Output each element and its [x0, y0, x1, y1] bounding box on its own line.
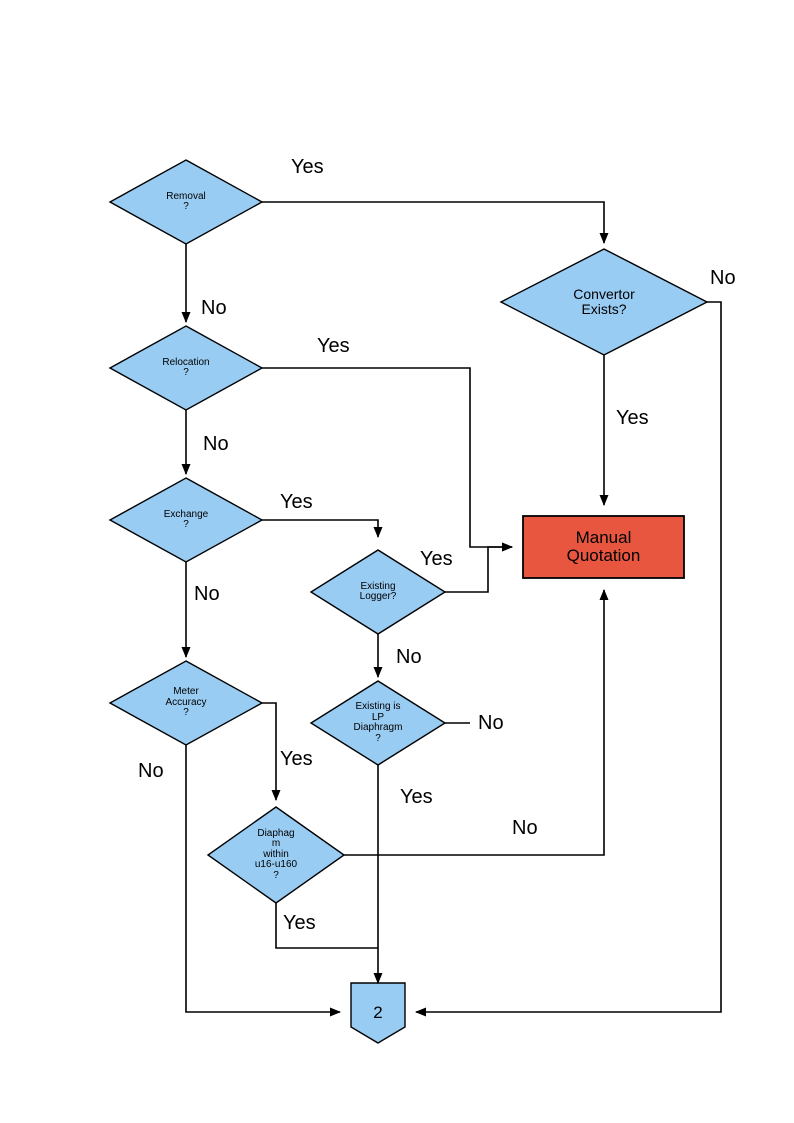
node-page2[interactable]: [350, 982, 406, 1044]
edge-accuracy-yes: [262, 702, 281, 801]
edge-label-relocation-no: No: [203, 433, 229, 455]
edge-logger-yes: [445, 542, 513, 593]
edge-label-lpdia-no: No: [478, 712, 504, 734]
edge-convertor-no: [415, 301, 722, 1017]
edge-accuracy-no: [185, 745, 341, 1017]
node-diaphagm[interactable]: [206, 806, 346, 904]
edge-label-logger-yes: Yes: [420, 548, 453, 570]
edge-label-diaphagm-no: No: [512, 817, 538, 839]
edge-lines: [181, 201, 722, 1017]
edge-diaphagm-yes: [275, 903, 378, 949]
node-lpdia[interactable]: [309, 680, 447, 766]
edge-removal-yes: [262, 201, 609, 244]
edge-diaphagm-no: [344, 589, 609, 856]
edge-exchange-yes: [262, 519, 383, 538]
edge-label-accuracy-no: No: [138, 760, 164, 782]
node-removal[interactable]: [108, 159, 264, 245]
node-relocation[interactable]: [108, 325, 264, 411]
node-convertor[interactable]: [499, 248, 709, 356]
node-shapes: [108, 159, 709, 1044]
edge-label-logger-no: No: [396, 646, 422, 668]
edge-label-removal-no: No: [201, 297, 227, 319]
edge-label-diaphagm-yes: Yes: [283, 912, 316, 934]
edge-label-exchange-yes: Yes: [280, 491, 313, 513]
edge-label-accuracy-yes: Yes: [280, 748, 313, 770]
edge-label-lpdia-yes: Yes: [400, 786, 433, 808]
edge-label-removal-yes: Yes: [291, 156, 324, 178]
edge-label-relocation-yes: Yes: [317, 335, 350, 357]
node-manual[interactable]: [522, 515, 685, 579]
node-accuracy[interactable]: [108, 660, 264, 746]
edge-label-convertor-no: No: [710, 267, 736, 289]
node-exchange[interactable]: [108, 477, 264, 563]
edge-label-exchange-no: No: [194, 583, 220, 605]
edge-label-convertor-yes: Yes: [616, 407, 649, 429]
